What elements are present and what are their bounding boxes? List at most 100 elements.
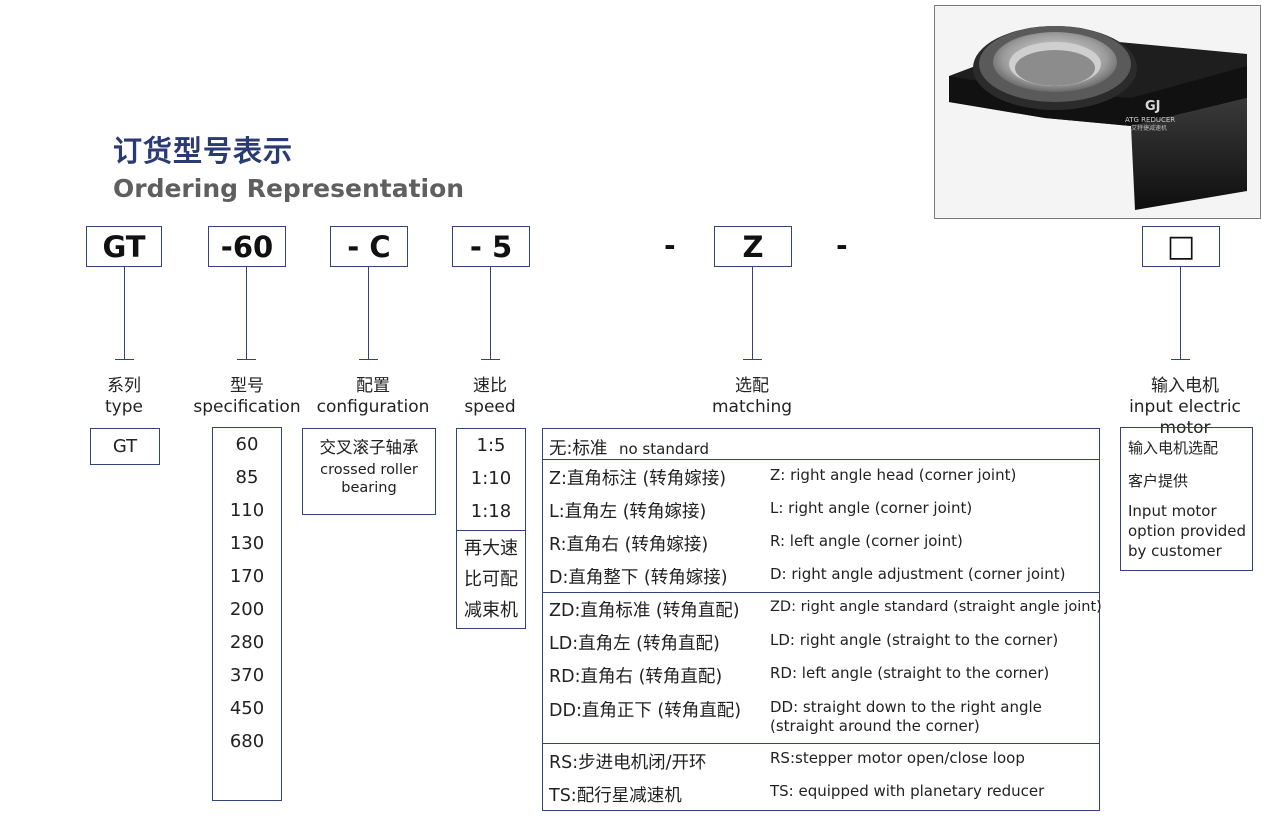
matching-row-code: L:直角左 (转角嫁接) [549, 502, 707, 522]
speed-note: 再大速比可配减束机 [457, 533, 525, 626]
row-divider [542, 459, 1100, 460]
speed-ratio-item: 1:10 [470, 468, 512, 489]
spec-item: 130 [229, 533, 265, 554]
spec-item: 110 [229, 500, 265, 521]
label-type: 系列 type [74, 376, 174, 418]
connector-tick [359, 359, 378, 360]
code-box-config: - C [330, 226, 408, 267]
code-box-matching: Z [714, 226, 792, 267]
motor-note-box [1120, 427, 1253, 571]
matching-row-desc: TS: equipped with planetary reducer [770, 782, 1045, 800]
connector-tick [1171, 359, 1190, 360]
speed-ratio-item: 1:5 [476, 435, 506, 456]
config-en-2: bearing [341, 480, 397, 496]
speed-divider [457, 530, 525, 531]
config-cn: 交叉滚子轴承 [319, 438, 419, 457]
matching-row-desc: R: left angle (corner joint) [770, 532, 963, 550]
matching-row-code: LD:直角左 (转角直配) [549, 634, 720, 654]
matching-row-desc: RS:stepper motor open/close loop [770, 749, 1025, 767]
label-type-en: type [105, 397, 143, 417]
connector-line [490, 267, 491, 360]
matching-standard-desc: no standard [618, 440, 709, 458]
matching-row-desc: RD: left angle (straight to the corner) [770, 664, 1050, 682]
label-motor-en: input electric motor [1129, 397, 1241, 438]
product-photo: GJ ATG REDUCER 艾特捷减速机 [934, 5, 1261, 219]
label-speed-en: speed [464, 397, 516, 417]
connector-tick [481, 359, 500, 360]
connector-line [368, 267, 369, 360]
connector-line [1180, 267, 1181, 360]
speed-box: 1:5 1:10 1:18 再大速比可配减束机 [456, 428, 526, 629]
label-type-cn: 系列 [107, 376, 141, 396]
matching-row-desc: D: right angle adjustment (corner joint) [770, 565, 1066, 583]
label-spec-en: specification [193, 397, 301, 417]
label-config-en: configuration [316, 397, 430, 417]
spec-item: 170 [229, 566, 265, 587]
connector-tick [115, 359, 134, 360]
label-motor-cn: 输入电机 [1151, 376, 1219, 396]
matching-row-desc: LD: right angle (straight to the corner) [770, 631, 1059, 649]
label-spec-cn: 型号 [230, 376, 264, 396]
connector-tick [743, 359, 762, 360]
spec-item: 85 [235, 467, 259, 488]
connector-line [246, 267, 247, 360]
row-divider [542, 592, 1100, 593]
matching-row-code: TS:配行星减速机 [549, 786, 682, 806]
matching-standard-code: 无:标准 [549, 439, 608, 459]
matching-row-code: ZD:直角标准 (转角直配) [549, 601, 740, 621]
page-title-en: Ordering Representation [113, 174, 465, 203]
page-title-cn: 订货型号表示 [113, 134, 294, 168]
label-config: 配置 configuration [314, 376, 432, 418]
code-box-speed: - 5 [452, 226, 530, 267]
matching-row-desc: Z: right angle head (corner joint) [770, 466, 1017, 484]
rotary-table-illustration: GJ ATG REDUCER 艾特捷减速机 [949, 26, 1247, 210]
speed-note-line: 再大速 [464, 538, 518, 559]
connector-tick [237, 359, 256, 360]
code-box-spec: -60 [208, 226, 286, 267]
matching-row-code: R:直角右 (转角嫁接) [549, 535, 709, 555]
matching-row-desc: ZD: right angle standard (straight angle… [770, 599, 1102, 615]
label-spec: 型号 specification [186, 376, 308, 418]
motor-note-en-3: by customer [1128, 542, 1222, 560]
brand-logo: GJ [1145, 99, 1161, 114]
label-matching: 选配 matching [692, 376, 812, 418]
brand-cn: 艾特捷减速机 [1131, 124, 1167, 132]
motor-note-en-1: Input motor [1128, 502, 1217, 520]
label-speed-cn: 速比 [473, 376, 507, 396]
config-box: 交叉滚子轴承 crossed roller bearing [302, 428, 436, 515]
label-speed: 速比 speed [450, 376, 530, 418]
spec-item: 680 [229, 731, 265, 752]
matching-row-code: D:直角整下 (转角嫁接) [549, 568, 728, 588]
matching-table [542, 428, 1100, 811]
row-divider [542, 743, 1100, 744]
config-en-1: crossed roller [320, 462, 418, 478]
connector-line [124, 267, 125, 360]
matching-row-code: Z:直角标注 (转角嫁接) [549, 469, 727, 489]
matching-standard: 无:标准 no standard [549, 435, 709, 460]
matching-row-desc: (straight around the corner) [770, 717, 980, 735]
motor-note-cn-2: 客户提供 [1128, 472, 1189, 490]
spec-item: 60 [235, 434, 259, 455]
brand-subtitle: ATG REDUCER [1125, 116, 1175, 124]
code-box-type: GT [86, 226, 162, 267]
matching-row-code: RS:步进电机闭/开环 [549, 753, 707, 773]
matching-row-desc: L: right angle (corner joint) [770, 499, 973, 517]
spec-item: 450 [229, 698, 265, 719]
label-matching-en: matching [711, 397, 793, 417]
dash-separator: - [664, 229, 676, 262]
type-value-box: GT [90, 428, 160, 465]
dash-separator: - [836, 229, 848, 262]
matching-row-desc: DD: straight down to the right angle [770, 698, 1042, 716]
speed-note-line: 减束机 [464, 600, 518, 621]
spec-item: 280 [229, 632, 265, 653]
label-matching-cn: 选配 [735, 376, 769, 396]
spec-item: 370 [229, 665, 265, 686]
code-box-motor: □ [1142, 226, 1220, 267]
speed-ratio-item: 1:18 [470, 501, 512, 522]
matching-row-code: DD:直角正下 (转角直配) [549, 701, 742, 721]
motor-note-cn-1: 输入电机选配 [1128, 439, 1219, 457]
matching-row-code: RD:直角右 (转角直配) [549, 667, 723, 687]
speed-note-line: 比可配 [464, 569, 518, 590]
motor-note-en-2: option provided [1128, 522, 1247, 540]
